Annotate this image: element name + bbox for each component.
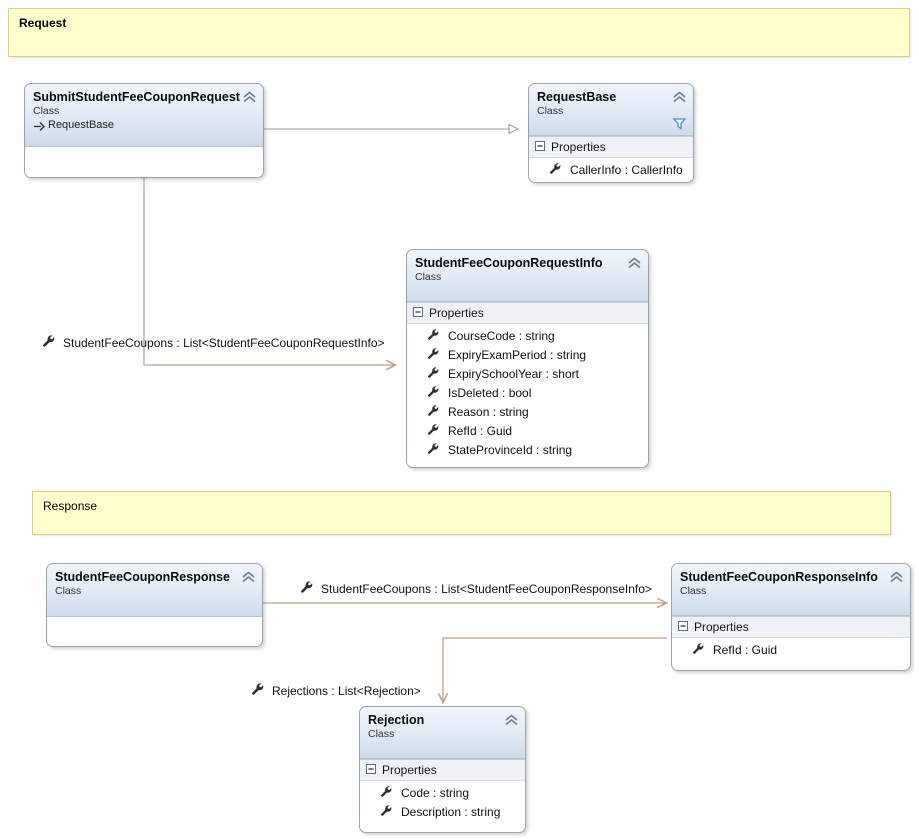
- class-student-fee-coupon-request-info[interactable]: StudentFeeCouponRequestInfo Class Proper…: [406, 249, 649, 468]
- member-row[interactable]: CourseCode : string: [407, 326, 648, 345]
- class-stereotype: Class: [368, 728, 395, 740]
- member-row[interactable]: Code : string: [360, 783, 525, 802]
- association-label-request-coupons[interactable]: StudentFeeCoupons : List<StudentFeeCoupo…: [42, 334, 385, 351]
- chevron-up-double-icon[interactable]: [672, 90, 687, 104]
- compartment-label: Properties: [694, 620, 749, 634]
- comment-box-response[interactable]: Response: [32, 491, 891, 535]
- member-list: CallerInfo : CallerInfo: [529, 158, 693, 182]
- association-label-rejections[interactable]: Rejections : List<Rejection>: [251, 682, 421, 699]
- class-stereotype: Class: [415, 271, 442, 283]
- chevron-up-double-icon[interactable]: [504, 713, 519, 727]
- wrench-icon: [380, 785, 393, 801]
- member-list: CourseCode : string ExpiryExamPeriod : s…: [407, 324, 648, 465]
- member-label: CourseCode : string: [448, 328, 555, 343]
- wrench-icon: [427, 366, 440, 382]
- wrench-icon: [427, 328, 440, 344]
- chevron-up-double-icon[interactable]: [889, 570, 904, 584]
- class-name: SubmitStudentFeeCouponRequest: [33, 90, 240, 104]
- minus-box-icon[interactable]: [413, 306, 423, 320]
- class-header: StudentFeeCouponRequestInfo Class: [407, 250, 648, 302]
- member-row[interactable]: Description : string: [360, 802, 525, 821]
- compartment-header-properties[interactable]: Properties: [407, 302, 648, 324]
- compartment-header-properties[interactable]: Properties: [672, 616, 910, 638]
- member-label: Code : string: [401, 785, 470, 800]
- member-label: IsDeleted : bool: [448, 385, 532, 400]
- comment-box-request[interactable]: Request: [8, 8, 910, 57]
- wrench-icon: [251, 682, 265, 699]
- class-stereotype: Class: [55, 585, 82, 597]
- class-header: SubmitStudentFeeCouponRequest Class Requ…: [25, 84, 263, 147]
- class-header: StudentFeeCouponResponse Class: [47, 564, 262, 617]
- wrench-icon: [380, 804, 393, 820]
- class-empty-compartment: [47, 617, 262, 646]
- wrench-icon: [42, 334, 56, 351]
- chevron-up-double-icon[interactable]: [242, 90, 257, 104]
- chevron-up-double-icon[interactable]: [241, 570, 256, 584]
- class-name: StudentFeeCouponResponse: [55, 570, 231, 584]
- member-list: RefId : Guid: [672, 638, 910, 665]
- arrow-right-icon: [33, 121, 45, 132]
- wrench-icon: [427, 423, 440, 439]
- wrench-icon: [427, 347, 440, 363]
- member-row[interactable]: ExpiryExamPeriod : string: [407, 345, 648, 364]
- minus-box-icon[interactable]: [535, 140, 545, 154]
- member-label: ExpiryExamPeriod : string: [448, 347, 587, 362]
- member-row[interactable]: Reason : string: [407, 402, 648, 421]
- compartment-header-properties[interactable]: Properties: [360, 759, 525, 781]
- member-list: Code : string Description : string: [360, 781, 525, 827]
- association-label-text: StudentFeeCoupons : List<StudentFeeCoupo…: [63, 335, 385, 350]
- comment-text: Response: [43, 499, 98, 513]
- class-header: Rejection Class: [360, 707, 525, 759]
- comment-text: Request: [19, 16, 67, 30]
- class-base-type: RequestBase: [33, 118, 255, 132]
- member-row[interactable]: ExpirySchoolYear : short: [407, 364, 648, 383]
- class-submit-student-fee-coupon-request[interactable]: SubmitStudentFeeCouponRequest Class Requ…: [24, 83, 264, 178]
- class-student-fee-coupon-response-info[interactable]: StudentFeeCouponResponseInfo Class Prope…: [671, 563, 911, 671]
- association-label-response-coupons[interactable]: StudentFeeCoupons : List<StudentFeeCoupo…: [300, 580, 652, 597]
- member-label: ExpirySchoolYear : short: [448, 366, 579, 381]
- member-label: StateProvinceId : string: [448, 442, 573, 457]
- member-label: RefId : Guid: [448, 423, 513, 438]
- member-label: CallerInfo : CallerInfo: [570, 162, 683, 177]
- class-stereotype: Class: [537, 105, 564, 117]
- compartment-label: Properties: [429, 306, 484, 320]
- compartment-header-properties[interactable]: Properties: [529, 136, 693, 158]
- class-stereotype: Class: [33, 105, 60, 117]
- class-empty-compartment: [25, 147, 263, 177]
- wrench-icon: [427, 442, 440, 458]
- class-name: RequestBase: [537, 90, 617, 104]
- class-name: StudentFeeCouponRequestInfo: [415, 256, 603, 270]
- class-base-label: RequestBase: [48, 119, 115, 131]
- member-label: Reason : string: [448, 404, 529, 419]
- class-request-base[interactable]: RequestBase Class Properties: [528, 83, 694, 183]
- member-label: RefId : Guid: [713, 642, 778, 657]
- wrench-icon: [427, 404, 440, 420]
- association-connector-rejections: [443, 637, 667, 703]
- member-row[interactable]: RefId : Guid: [672, 640, 910, 659]
- class-student-fee-coupon-response[interactable]: StudentFeeCouponResponse Class: [46, 563, 263, 647]
- wrench-icon: [300, 580, 314, 597]
- minus-box-icon[interactable]: [678, 620, 688, 634]
- wrench-icon: [692, 642, 705, 658]
- member-label: Description : string: [401, 804, 501, 819]
- class-name: Rejection: [368, 713, 425, 727]
- wrench-icon: [427, 385, 440, 401]
- wrench-icon: [549, 162, 562, 178]
- funnel-icon[interactable]: [672, 117, 687, 130]
- class-header: StudentFeeCouponResponseInfo Class: [672, 564, 910, 616]
- member-row[interactable]: RefId : Guid: [407, 421, 648, 440]
- member-row[interactable]: CallerInfo : CallerInfo: [529, 160, 693, 179]
- association-label-text: Rejections : List<Rejection>: [272, 683, 421, 698]
- class-header: RequestBase Class: [529, 84, 693, 136]
- class-stereotype: Class: [680, 585, 707, 597]
- compartment-label: Properties: [551, 140, 606, 154]
- class-rejection[interactable]: Rejection Class Properties Code : string: [359, 706, 526, 833]
- class-name: StudentFeeCouponResponseInfo: [680, 570, 878, 584]
- compartment-label: Properties: [382, 763, 437, 777]
- member-row[interactable]: StateProvinceId : string: [407, 440, 648, 459]
- minus-box-icon[interactable]: [366, 763, 376, 777]
- chevron-up-double-icon[interactable]: [627, 256, 642, 270]
- association-label-text: StudentFeeCoupons : List<StudentFeeCoupo…: [321, 581, 652, 596]
- member-row[interactable]: IsDeleted : bool: [407, 383, 648, 402]
